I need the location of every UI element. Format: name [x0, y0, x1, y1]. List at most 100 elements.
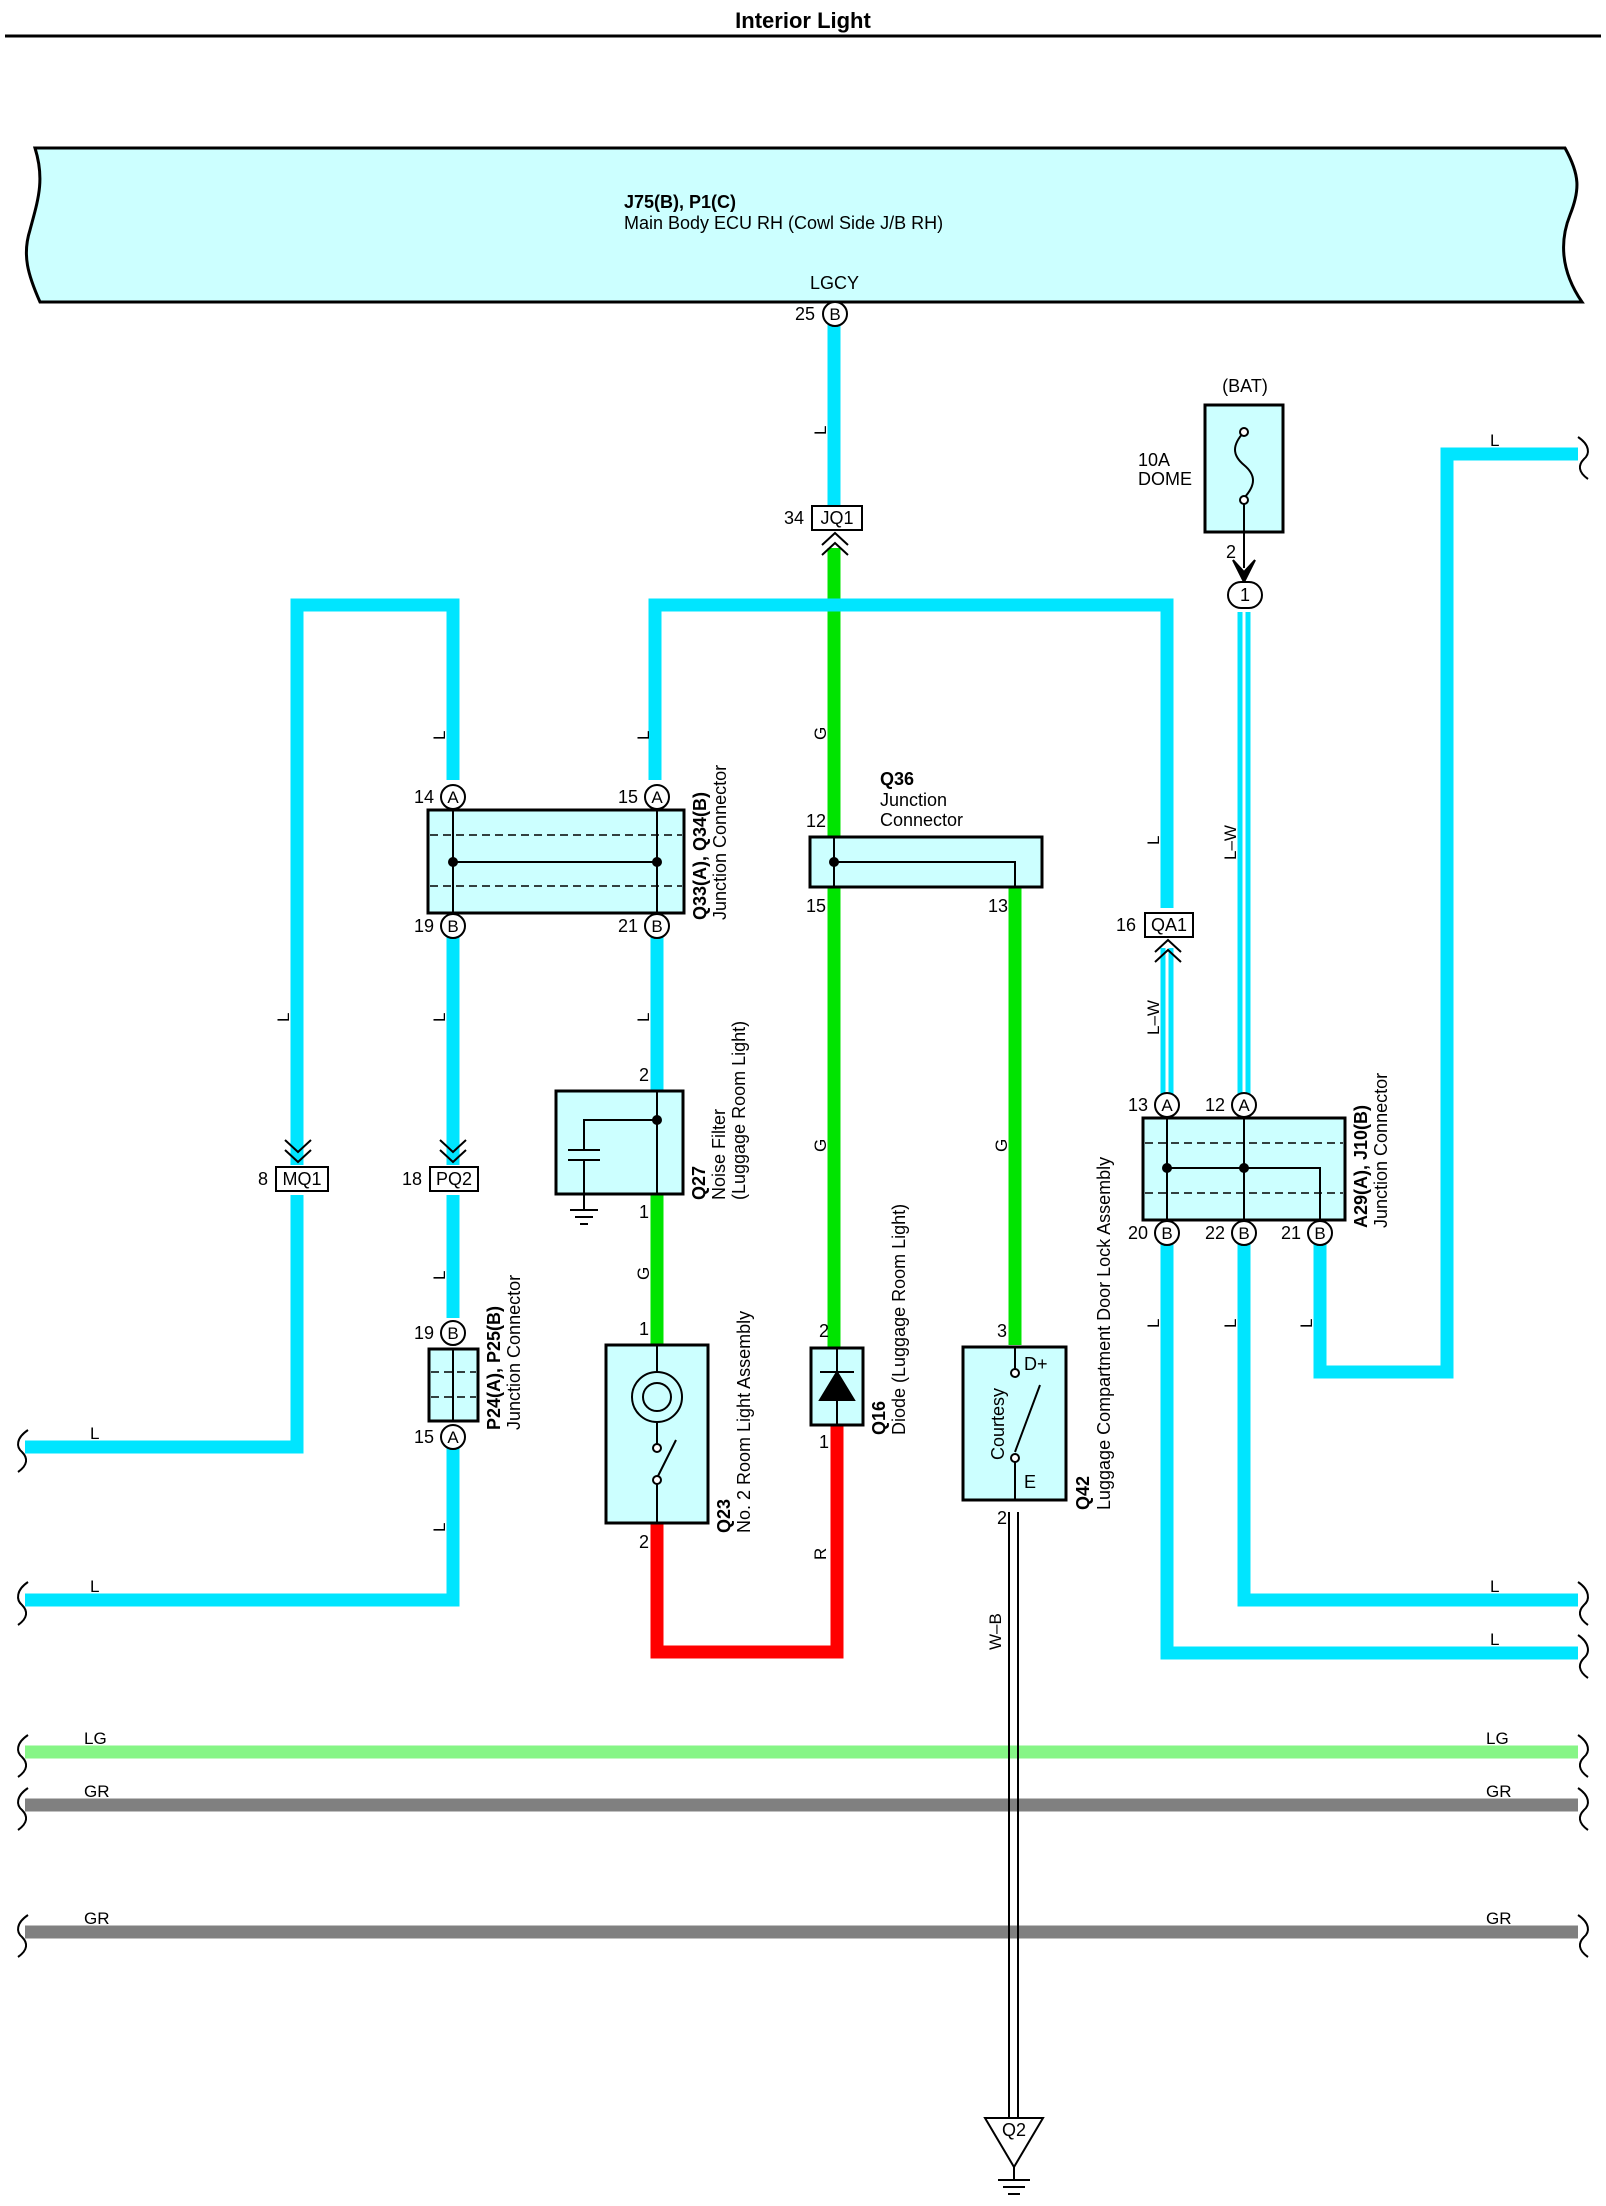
- p24-pin-19[interactable]: [440, 1320, 466, 1346]
- p24-code: P24(A), P25(B): [484, 1306, 504, 1430]
- fuse-rating: 10A: [1138, 450, 1170, 470]
- lamp-filament-icon: [642, 1382, 672, 1412]
- ecu-code: J75(B), P1(C): [624, 192, 736, 212]
- fuse-name: DOME: [1138, 469, 1192, 489]
- qa1-chevron-icon: [1154, 938, 1182, 963]
- q36-pin-12: 12: [806, 811, 826, 831]
- wire-l-a29-21-exit[interactable]: [1313, 447, 1578, 1379]
- wire-label-l-6: L: [634, 1013, 653, 1022]
- p24-pin-19-letter: B: [447, 1324, 458, 1343]
- q33-junction-dot-right: [652, 857, 662, 867]
- q27-name-1: Noise Filter: [709, 1109, 729, 1200]
- wire-label-l-4: L: [274, 1013, 293, 1022]
- a29-pin-20-num: 20: [1128, 1223, 1148, 1243]
- fuse-pin-in-oval[interactable]: [1227, 581, 1263, 609]
- q42-term-bot: E: [1024, 1472, 1036, 1492]
- q33-pin-19-letter: B: [447, 917, 458, 936]
- wire-label-wb: W–B: [986, 1613, 1005, 1650]
- a29-pin-12[interactable]: [1231, 1092, 1257, 1118]
- ecu-pin-letter: B: [829, 305, 840, 324]
- wire-label-l-14: L: [90, 1577, 99, 1596]
- wire-label-l-9: L: [1144, 836, 1163, 845]
- wire-l-p24-exit[interactable]: [25, 1448, 460, 1607]
- jq1-pin: 34: [784, 508, 804, 528]
- wire-label-l-3: L: [634, 731, 653, 740]
- p24-pin-15-letter: A: [447, 1428, 459, 1447]
- wire-label-gr-1-right: GR: [1486, 1782, 1512, 1801]
- q33-pin-14-letter: A: [447, 788, 459, 807]
- a29-pin-13-num: 13: [1128, 1095, 1148, 1115]
- p24-pin-15[interactable]: [440, 1424, 466, 1450]
- wire-label-l-16: L: [1490, 1577, 1499, 1596]
- wire-label-l-8: L: [430, 1523, 449, 1532]
- q23-name: No. 2 Room Light Assembly: [734, 1311, 754, 1533]
- q16-code: Q16: [869, 1401, 889, 1435]
- mq1-chevron-icon: [284, 1139, 312, 1164]
- q42-terminal-bot: [1010, 1453, 1020, 1463]
- fuse-element-icon: [1234, 431, 1254, 499]
- q16-pin-bot: 1: [819, 1432, 829, 1452]
- p24-name: Junction Connector: [504, 1275, 524, 1430]
- wire-label-lg-left: LG: [84, 1729, 107, 1748]
- q23-pin-bot: 2: [639, 1532, 649, 1552]
- jq1-label: JQ1: [820, 508, 853, 528]
- wire-label-l-10: L: [1144, 1319, 1163, 1328]
- q27-junction-dot: [652, 1115, 662, 1125]
- a29-pin-22[interactable]: [1231, 1220, 1257, 1246]
- ecu-pin-circle[interactable]: [822, 301, 848, 327]
- q33-name: Junction Connector: [710, 765, 730, 920]
- a29-pin-20[interactable]: [1154, 1220, 1180, 1246]
- fuse-source: (BAT): [1222, 376, 1268, 396]
- pq2-label: PQ2: [436, 1169, 472, 1189]
- jq1-connector[interactable]: [811, 505, 863, 531]
- main-body-ecu-box[interactable]: [24, 146, 1585, 304]
- wire-label-lg-right: LG: [1486, 1729, 1509, 1748]
- ground-q2-triangle[interactable]: [983, 2117, 1045, 2169]
- capacitor-icon: [568, 1091, 658, 1225]
- q33-pin-19[interactable]: [440, 913, 466, 939]
- mq1-connector[interactable]: [275, 1166, 329, 1192]
- fuse-pin-out: 2: [1226, 542, 1236, 562]
- a29-code: A29(A), J10(B): [1351, 1105, 1371, 1228]
- q33-pin-21-letter: B: [651, 917, 662, 936]
- fuse-terminal-top: [1239, 427, 1249, 437]
- wire-label-l-7: L: [430, 1271, 449, 1280]
- q33-pin-15-letter: A: [651, 788, 663, 807]
- wire-label-g-1: G: [811, 727, 830, 740]
- q36-pin-15: 15: [806, 896, 826, 916]
- wire-l-mq1-exit[interactable]: [25, 1195, 304, 1454]
- ecu-signal-label: LGCY: [810, 273, 859, 293]
- wire-r-q23-q16[interactable]: [650, 1425, 844, 1659]
- a29-pin-21[interactable]: [1307, 1220, 1333, 1246]
- q27-noise-filter[interactable]: [554, 1089, 685, 1196]
- pq2-connector[interactable]: [429, 1166, 479, 1192]
- room-light-switch-icon: [656, 1345, 677, 1523]
- wire-label-g-2: G: [811, 1139, 830, 1152]
- wire-label-l-15: L: [1490, 431, 1499, 450]
- q36-name-2: Connector: [880, 810, 963, 830]
- wire-l-left-loop[interactable]: [290, 598, 460, 1165]
- wire-l-a29-22-exit[interactable]: [1237, 1232, 1578, 1607]
- q33-pin-15[interactable]: [644, 784, 670, 810]
- a29-pin-20-letter: B: [1161, 1224, 1172, 1243]
- a29-pin-22-letter: B: [1238, 1224, 1249, 1243]
- q36-name-1: Junction: [880, 790, 947, 810]
- a29-junction-dot-2: [1239, 1163, 1249, 1173]
- a29-pin-21-num: 21: [1281, 1223, 1301, 1243]
- a29-pin-13[interactable]: [1154, 1092, 1180, 1118]
- a29-pin-22-num: 22: [1205, 1223, 1225, 1243]
- ground-label: Q2: [1002, 2120, 1026, 2140]
- q42-code: Q42: [1073, 1476, 1093, 1510]
- q33-pin-21[interactable]: [644, 913, 670, 939]
- q33-pin-14[interactable]: [440, 784, 466, 810]
- courtesy-switch-icon: [1014, 1347, 1041, 1500]
- page-title: Interior Light: [735, 8, 871, 33]
- wire-l-a29-20-exit[interactable]: [1160, 1232, 1578, 1660]
- wire-l-top-loop[interactable]: [648, 598, 1174, 908]
- qa1-connector[interactable]: [1144, 912, 1194, 938]
- q27-pin-bot: 1: [639, 1202, 649, 1222]
- wire-label-g-4: G: [634, 1267, 653, 1280]
- q36-pin-13: 13: [988, 896, 1008, 916]
- wire-label-l-1: L: [811, 426, 830, 435]
- q27-pin-top: 2: [639, 1065, 649, 1085]
